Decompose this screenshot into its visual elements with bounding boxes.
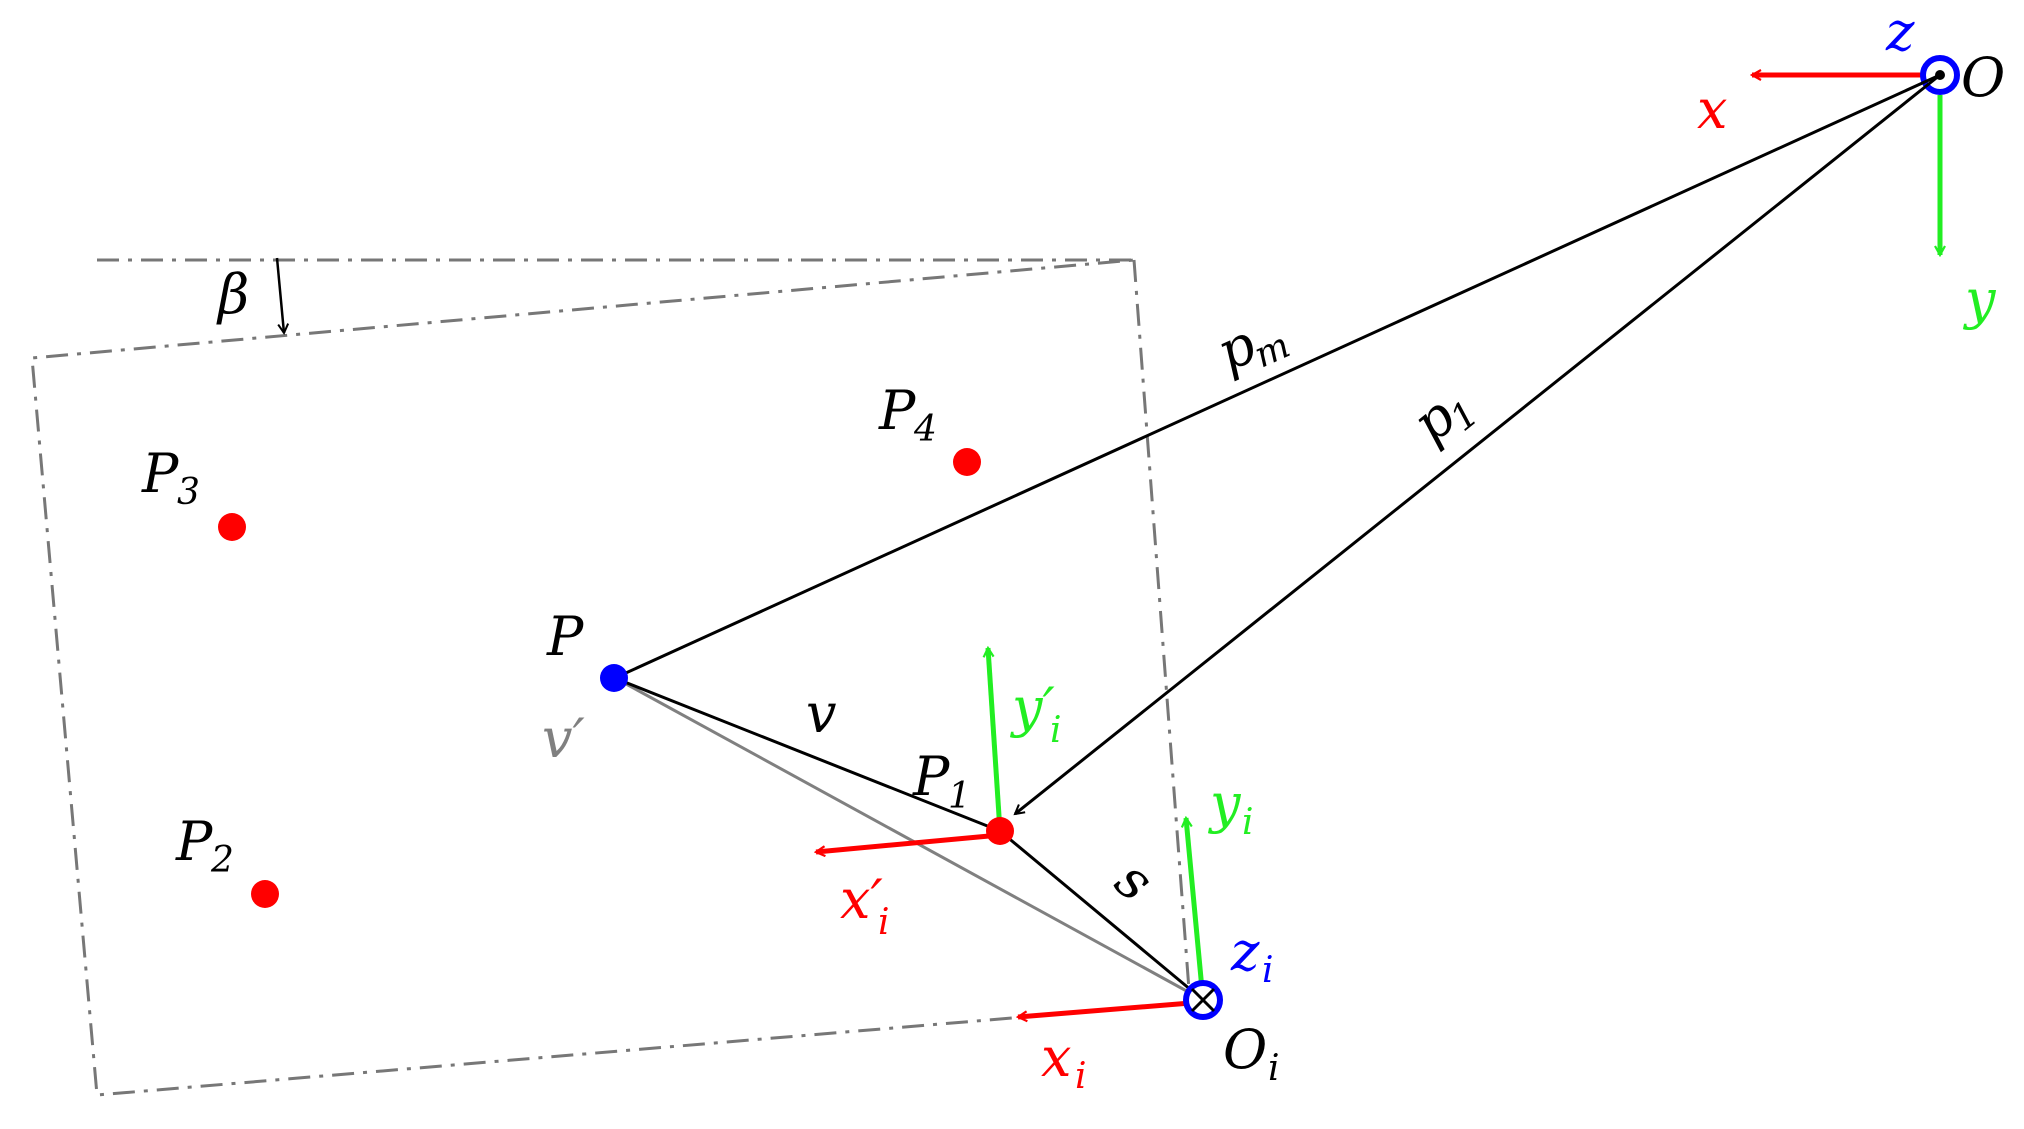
global-frame: x y z O <box>1697 0 2005 331</box>
svg-text:P: P <box>141 442 180 505</box>
svg-text:y: y <box>1208 772 1242 835</box>
point-P <box>600 664 628 692</box>
global-origin-label: O <box>1961 46 2005 109</box>
svg-text:x′: x′ <box>840 868 883 931</box>
workspace-frame <box>30 258 1192 1097</box>
svg-text:z: z <box>1230 920 1260 983</box>
svg-text:i: i <box>1242 802 1254 843</box>
vector-v-prime <box>616 677 1204 1002</box>
beta-arrow <box>275 257 284 333</box>
xi-label: x i <box>1041 1026 1087 1097</box>
xi-prime-label: x′ i <box>840 868 890 943</box>
global-z-label: z <box>1885 0 1915 63</box>
beta-label: β <box>216 263 249 326</box>
P2-label: P 2 <box>175 810 234 881</box>
global-y-label: y <box>1963 268 1997 331</box>
P3-label: P 3 <box>141 442 200 513</box>
yi-prime-label: y′ i <box>1010 676 1062 751</box>
svg-text:y′: y′ <box>1010 676 1055 739</box>
vector-v <box>616 677 1001 833</box>
local-y-prime-axis <box>988 648 1003 832</box>
global-x-label: x <box>1697 78 1727 141</box>
pm-label: p m <box>1208 312 1296 384</box>
frame-rotated-rectangle <box>30 258 1192 1097</box>
svg-text:i: i <box>878 902 890 943</box>
svg-text:4: 4 <box>913 409 937 450</box>
vector-p1 <box>1015 73 1941 814</box>
svg-text:s: s <box>1104 848 1166 914</box>
point-P2 <box>251 880 279 908</box>
P-label: P <box>546 605 585 668</box>
local-x-prime-axis <box>816 832 1001 852</box>
zi-label: z i <box>1230 920 1274 991</box>
svg-text:O: O <box>1223 1018 1267 1081</box>
svg-text:2: 2 <box>210 840 234 881</box>
points <box>218 448 1014 908</box>
P4-label: P 4 <box>878 379 937 450</box>
v-prime-label: v′ <box>542 707 585 770</box>
point-P3 <box>218 513 246 541</box>
P1-label: P 1 <box>912 745 971 817</box>
point-P4 <box>953 448 981 476</box>
svg-text:i: i <box>1050 710 1062 751</box>
svg-text:P: P <box>878 379 917 442</box>
yi-label: y i <box>1208 772 1254 843</box>
svg-text:P: P <box>912 745 951 808</box>
svg-text:i: i <box>1075 1056 1087 1097</box>
svg-text:i: i <box>1268 1048 1280 1089</box>
oi-label: O i <box>1223 1018 1280 1089</box>
local-x-axis <box>1018 999 1204 1017</box>
point-P1 <box>986 817 1014 845</box>
svg-text:3: 3 <box>177 472 200 513</box>
svg-text:x: x <box>1041 1026 1071 1089</box>
local-frame-p1: x′ i y′ i <box>816 648 1062 943</box>
cross-in-circle-icon <box>1183 980 1223 1020</box>
svg-text:i: i <box>1262 950 1274 991</box>
local-y-axis <box>1186 818 1206 1001</box>
svg-text:1: 1 <box>948 776 971 817</box>
svg-text:P: P <box>175 810 214 873</box>
s-label: s <box>1104 848 1166 914</box>
vector-pm <box>617 73 1941 677</box>
v-label: v <box>806 682 837 745</box>
vector-s <box>999 829 1204 1002</box>
local-frame-oi: x i y i z i O i <box>1018 772 1280 1097</box>
